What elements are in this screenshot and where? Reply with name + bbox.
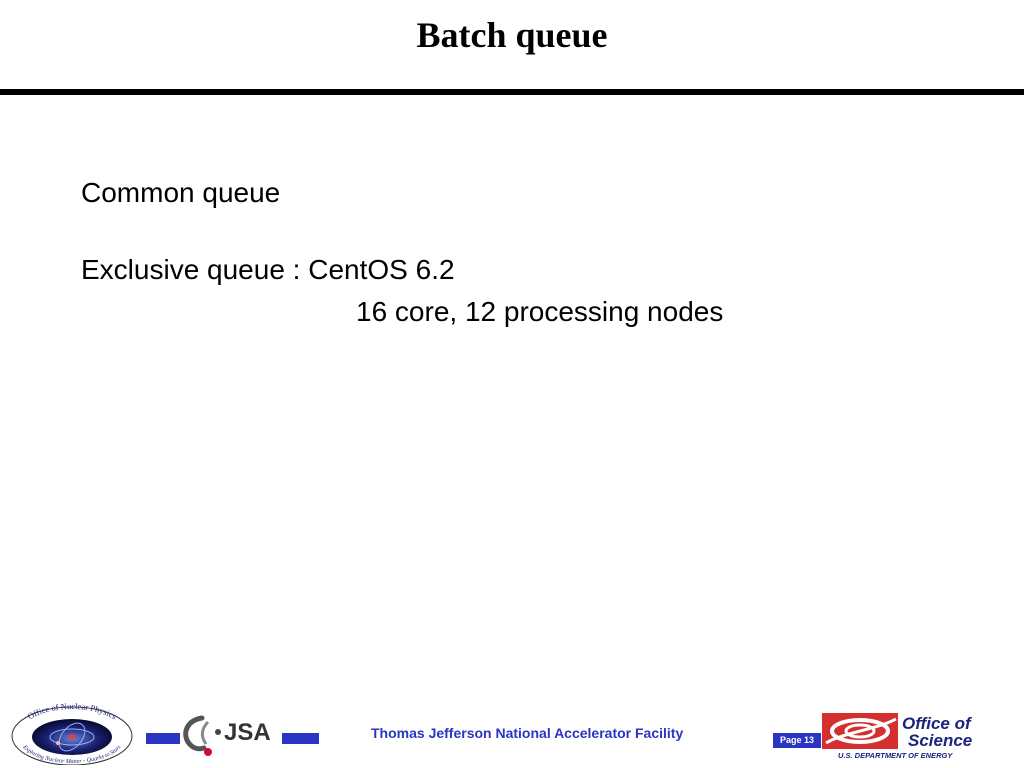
doe-logo-department: U.S. DEPARTMENT OF ENERGY [838, 751, 953, 760]
body-line-exclusive-queue: Exclusive queue : CentOS 6.2 [81, 254, 455, 285]
doe-logo-office-of: Office of [902, 714, 973, 733]
footer-organization: Thomas Jefferson National Accelerator Fa… [371, 725, 684, 741]
page-number: Page 13 [773, 733, 821, 748]
jsa-logo: JSA [183, 715, 271, 756]
body-line-cores-nodes: 16 core, 12 processing nodes [356, 296, 724, 327]
footer-bar-middle [282, 733, 319, 744]
nuclear-physics-logo: Office of Nuclear Physics Exploring Nucl… [11, 703, 133, 765]
doe-office-of-science-logo: Office of Science U.S. DEPARTMENT OF ENE… [822, 713, 973, 760]
title-divider [0, 89, 1024, 95]
body-line-common-queue: Common queue [81, 177, 281, 208]
jsa-logo-text: JSA [224, 719, 271, 746]
slide-title: Batch queue [416, 15, 608, 55]
doe-logo-science: Science [908, 731, 972, 750]
footer-bar-left [146, 733, 180, 744]
